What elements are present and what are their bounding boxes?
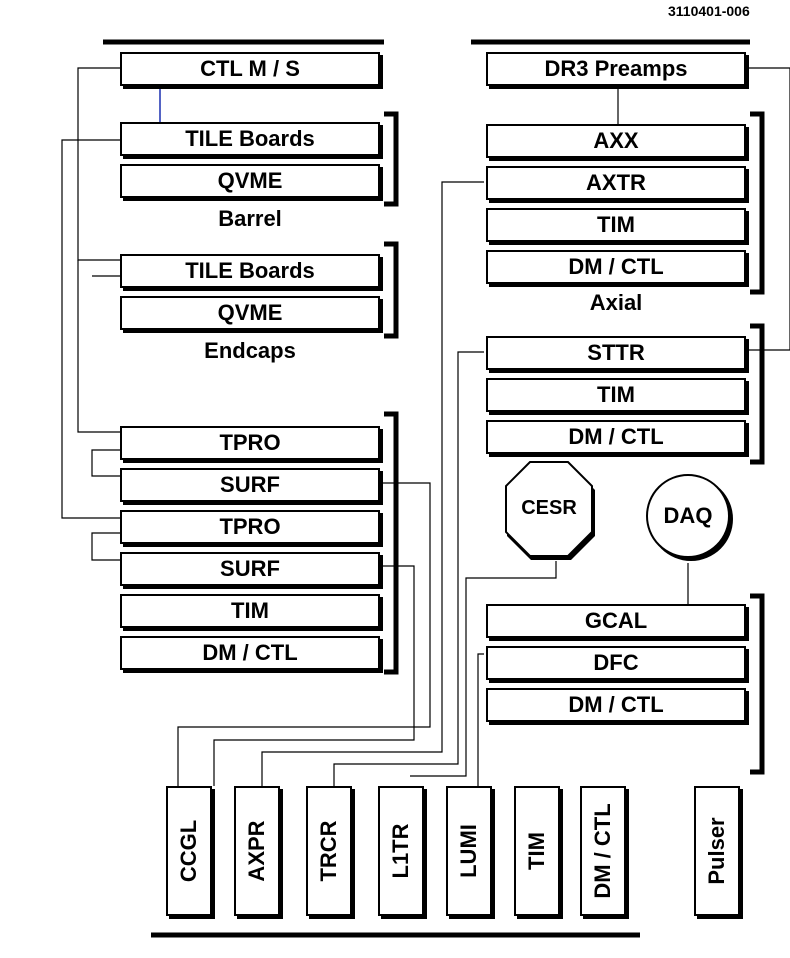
cesr-label: CESR: [521, 497, 577, 519]
pulser-label: Pulser: [704, 817, 729, 885]
axial-dm-ctl-box: DM / CTL: [486, 250, 746, 284]
axtr-box: AXTR: [486, 166, 746, 200]
trcr-label: TRCR: [316, 820, 341, 882]
ctl-master-slave-box: CTL M / S: [120, 52, 380, 86]
axpr-label: AXPR: [244, 820, 269, 882]
endcaps-label: Endcaps: [204, 338, 296, 363]
dr3-preamps-box: DR3 Preamps: [486, 52, 746, 86]
dfc-box: DFC: [486, 646, 746, 680]
tpro-1-box: TPRO: [120, 426, 380, 460]
axpr-module: AXPR: [234, 786, 280, 916]
axial-tim-box: TIM: [486, 208, 746, 242]
l1tr-module: L1TR: [378, 786, 424, 916]
ccgl-module: CCGL: [166, 786, 212, 916]
surf-2-box: SURF: [120, 552, 380, 586]
gcal-dm-ctl-box: DM / CTL: [486, 688, 746, 722]
bottom-tim-label: TIM: [524, 832, 549, 870]
axx-box: AXX: [486, 124, 746, 158]
l1tr-label: L1TR: [388, 823, 413, 879]
pulser-module: Pulser: [694, 786, 740, 916]
barrel-label: Barrel: [218, 206, 282, 231]
bottom-tim-module: TIM: [514, 786, 560, 916]
left-tim-box: TIM: [120, 594, 380, 628]
lumi-module: LUMI: [446, 786, 492, 916]
barrel-qvme-box: QVME: [120, 164, 380, 198]
tpro-2-box: TPRO: [120, 510, 380, 544]
trcr-module: TRCR: [306, 786, 352, 916]
gcal-box: GCAL: [486, 604, 746, 638]
stereo-tim-box: TIM: [486, 378, 746, 412]
bottom-dm-ctl-label: DM / CTL: [590, 803, 615, 899]
endcaps-qvme-box: QVME: [120, 296, 380, 330]
barrel-tile-boards-box: TILE Boards: [120, 122, 380, 156]
daq-label: DAQ: [663, 503, 713, 528]
ccgl-label: CCGL: [176, 819, 201, 883]
stereo-dm-ctl-box: DM / CTL: [486, 420, 746, 454]
endcaps-tile-boards-box: TILE Boards: [120, 254, 380, 288]
surf-1-box: SURF: [120, 468, 380, 502]
figure-id: 3110401-006: [668, 3, 750, 19]
sttr-box: STTR: [486, 336, 746, 370]
lumi-label: LUMI: [456, 824, 481, 878]
bottom-dm-ctl-module: DM / CTL: [580, 786, 626, 916]
left-dm-ctl-box: DM / CTL: [120, 636, 380, 670]
axial-label: Axial: [589, 290, 643, 315]
